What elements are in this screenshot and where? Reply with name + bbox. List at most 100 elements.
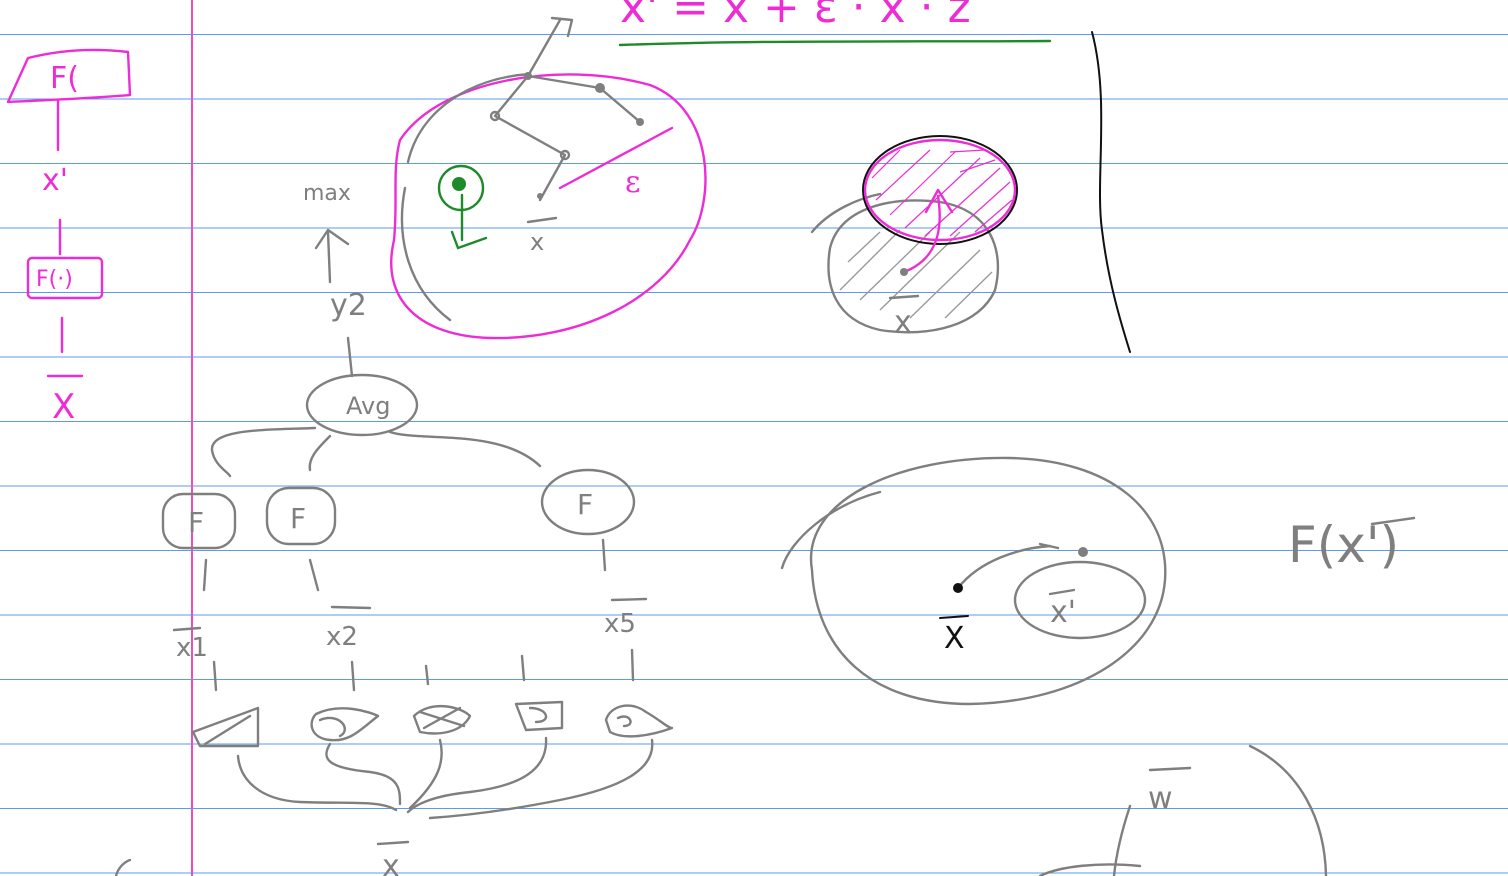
- ball-center-dot: [900, 268, 908, 276]
- partial-arc-bottom: [1038, 863, 1142, 876]
- top-box-label: F(: [50, 61, 79, 96]
- outer-region: [809, 456, 1167, 706]
- avg-node: [305, 373, 419, 437]
- edge: [601, 538, 607, 572]
- bar-over-x: [1048, 588, 1076, 596]
- side-label: max: [303, 181, 351, 206]
- edge: [630, 648, 635, 682]
- edge: [212, 660, 218, 692]
- f-node-label: F: [290, 502, 306, 535]
- path-polyline: [493, 74, 642, 202]
- branch-left: [210, 426, 317, 478]
- epsilon-radius: [558, 126, 674, 190]
- magenta-ball: [863, 138, 1017, 242]
- origin-dot: [953, 583, 963, 593]
- averaging-tree: Avg F F F x1 x2 x5: [114, 373, 674, 876]
- output-connector: [346, 336, 354, 378]
- branch-right: [388, 430, 542, 468]
- leaf-blob: [412, 704, 472, 735]
- path-node: [489, 110, 501, 122]
- leaf-blob: [514, 700, 564, 732]
- merge-curve: [325, 742, 402, 806]
- bar-over-x: [172, 626, 202, 632]
- origin-label: X: [944, 621, 965, 656]
- path-node: [537, 193, 543, 199]
- leaf-blob: [604, 704, 674, 738]
- gray-hatch: [839, 229, 993, 319]
- margin-line: [191, 0, 193, 876]
- partial-arc-left: [1112, 804, 1132, 876]
- inner-region: [1013, 560, 1147, 640]
- bar-over-x: [939, 615, 969, 619]
- inner-arc-upper: [406, 72, 532, 164]
- input-label: x2: [326, 622, 358, 652]
- top-box: [6, 48, 132, 104]
- gray-arc: [810, 192, 882, 234]
- partial-arc-right: [1248, 744, 1328, 876]
- vertical-divider: [1091, 31, 1131, 353]
- lower-box: [26, 256, 104, 300]
- path-node: [524, 72, 532, 80]
- bar-over-x: [888, 294, 920, 300]
- output-label: y2: [330, 288, 367, 323]
- bar-over-x: [610, 597, 648, 602]
- center-label: x: [530, 228, 544, 256]
- path-node: [559, 149, 571, 161]
- bottom-label: X: [52, 387, 75, 427]
- f-node: [265, 486, 337, 546]
- bar-over-x: [376, 840, 410, 846]
- up-arrow: [314, 228, 350, 284]
- path-arrow: [526, 16, 574, 78]
- black-ring: [862, 135, 1018, 245]
- f-node-label: F: [188, 506, 204, 539]
- green-arrow: [450, 193, 488, 250]
- bar-over-x: [1370, 516, 1416, 526]
- bar-over-x: [330, 605, 372, 610]
- mid-label: x': [42, 163, 68, 198]
- merge-curve: [428, 738, 654, 820]
- lower-box-label: F(·): [36, 267, 73, 292]
- header-equation: x' = x + ε · x · z: [618, 0, 1052, 47]
- ball-center-label: x: [894, 305, 912, 340]
- green-dot: [452, 177, 466, 191]
- region-sketch: X x': [780, 456, 1167, 706]
- outer-arc: [780, 490, 882, 570]
- bar-over-w: [1148, 766, 1192, 772]
- edge: [202, 558, 208, 592]
- path-node: [636, 118, 644, 126]
- function-sketch: F(x'): [1288, 516, 1416, 574]
- edge: [424, 664, 430, 686]
- epsilon-label: ε: [625, 165, 641, 200]
- epsilon-circle: [390, 73, 707, 340]
- input-label: x5: [604, 609, 636, 639]
- target-dot: [1078, 547, 1088, 557]
- magenta-arrow: [902, 188, 954, 274]
- function-label: F(x'): [1288, 516, 1399, 574]
- path-node: [595, 83, 605, 93]
- header-underline: [618, 39, 1052, 47]
- move-arrow: [956, 542, 1060, 590]
- merge-curve: [236, 754, 398, 812]
- f-node: [540, 468, 636, 536]
- inner-arc-lower: [400, 186, 452, 322]
- target-label: x': [1050, 595, 1076, 630]
- branch-mid: [308, 434, 332, 472]
- edge: [350, 660, 356, 692]
- input-label: x1: [176, 633, 208, 663]
- merge-curve: [406, 736, 548, 814]
- merge-curve: [408, 738, 443, 810]
- edge: [308, 558, 320, 592]
- leaf-blob: [310, 707, 380, 742]
- partial-label: w: [1148, 781, 1173, 816]
- partial-sketch: w: [1038, 744, 1328, 876]
- bottom-label: x: [382, 849, 400, 876]
- bar-over-x: [526, 216, 558, 224]
- f-node: [161, 492, 237, 550]
- f-node-label: F: [577, 488, 593, 521]
- balloon-sketch: ε x max y2: [303, 16, 707, 378]
- magenta-hatch: [871, 149, 1013, 237]
- header-equation-text: x' = x + ε · x · z: [620, 0, 971, 33]
- cut-off-stroke: [114, 858, 132, 876]
